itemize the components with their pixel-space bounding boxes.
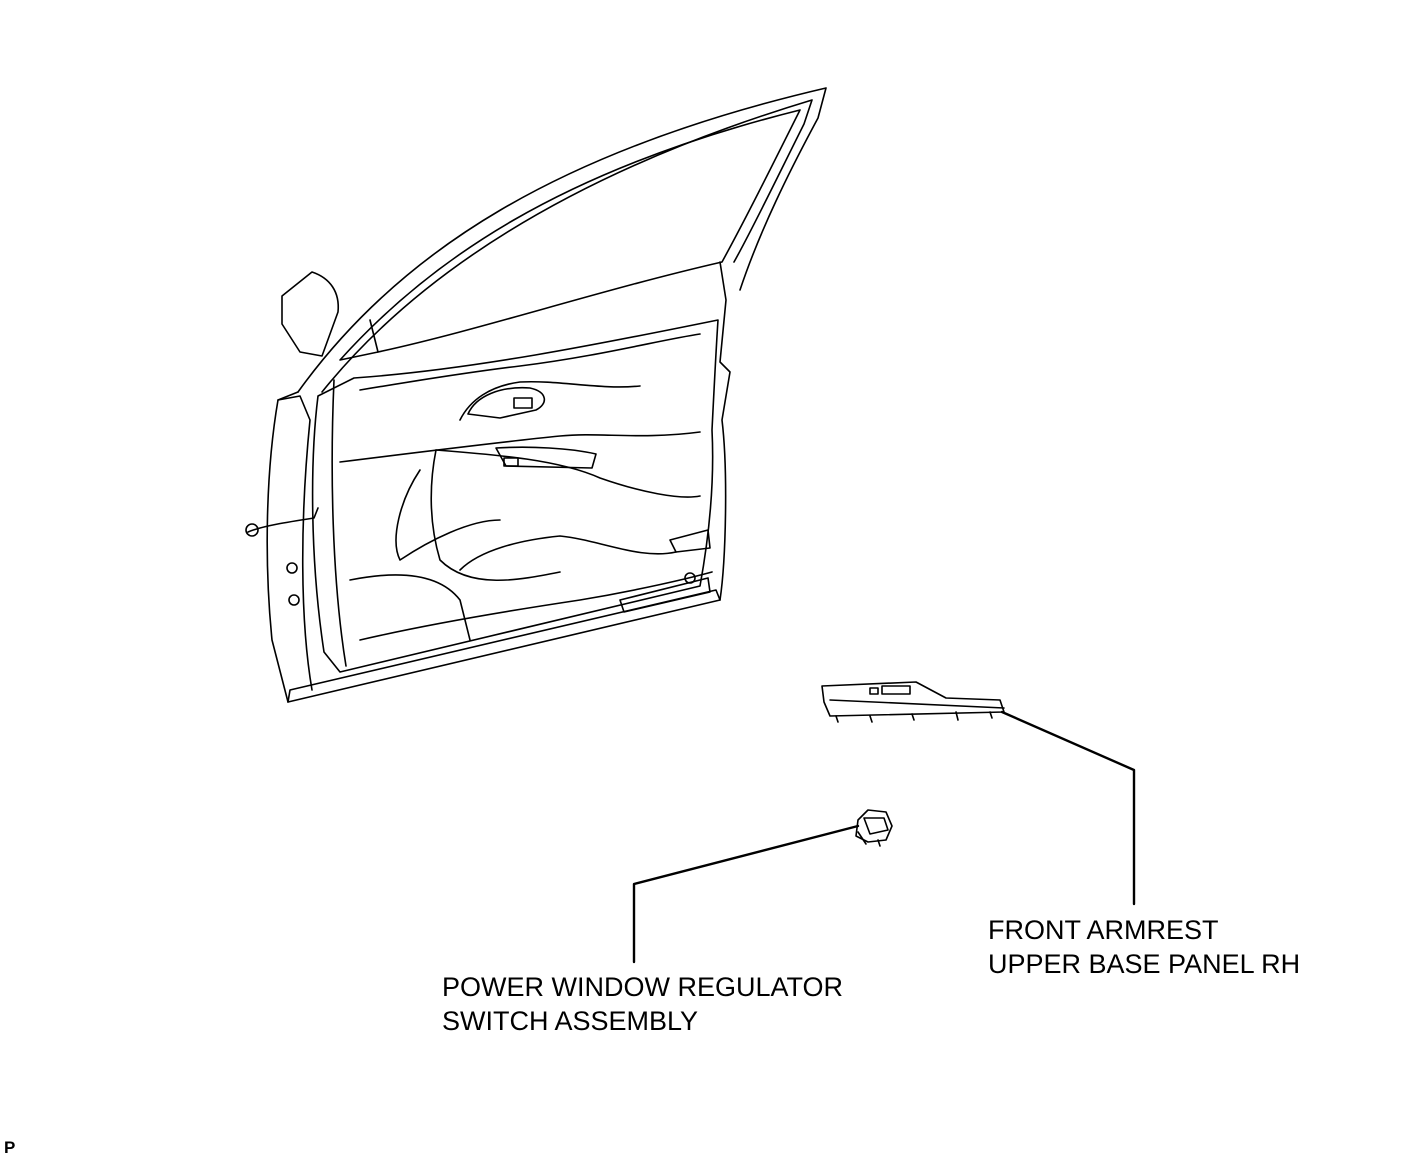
door-glass-opening xyxy=(339,109,801,361)
switch-label-line-2: SWITCH ASSEMBLY xyxy=(442,1006,699,1036)
lower-speaker-bezel xyxy=(619,577,711,613)
armrest-base-panel-illustration xyxy=(821,681,1005,723)
switch-assembly-illustration xyxy=(855,809,893,847)
panel-body xyxy=(821,681,1005,717)
panel-label-line-1: FRONT ARMREST xyxy=(988,915,1219,945)
armrest-switch-recess xyxy=(503,457,519,467)
switch-body xyxy=(855,809,893,843)
corner-mark: P xyxy=(4,1138,16,1157)
door-pocket xyxy=(459,535,677,571)
inner-door-handle xyxy=(467,386,546,419)
switch-label-line-1: POWER WINDOW REGULATOR xyxy=(442,972,844,1002)
panel-label-line-2: UPPER BASE PANEL RH xyxy=(988,949,1301,979)
front-door-illustration xyxy=(245,87,827,703)
door-trim-boundary xyxy=(311,319,719,673)
armrest-panel-label: FRONT ARMREST UPPER BASE PANEL RH xyxy=(988,913,1300,981)
panel-switch-opening-small xyxy=(869,687,879,695)
armrest-lower-line xyxy=(435,449,701,498)
side-mirror xyxy=(281,271,339,357)
switch-leader-line xyxy=(632,824,860,964)
switch-assembly-label: POWER WINDOW REGULATOR SWITCH ASSEMBLY xyxy=(442,970,843,1038)
door-shell-outline xyxy=(266,261,731,703)
panel-switch-opening-large xyxy=(881,685,911,695)
door-window-frame-outer xyxy=(297,87,827,393)
door-check-rod xyxy=(247,507,319,533)
panel-leader-line xyxy=(1000,710,1136,906)
armrest-upper-line xyxy=(339,431,701,463)
